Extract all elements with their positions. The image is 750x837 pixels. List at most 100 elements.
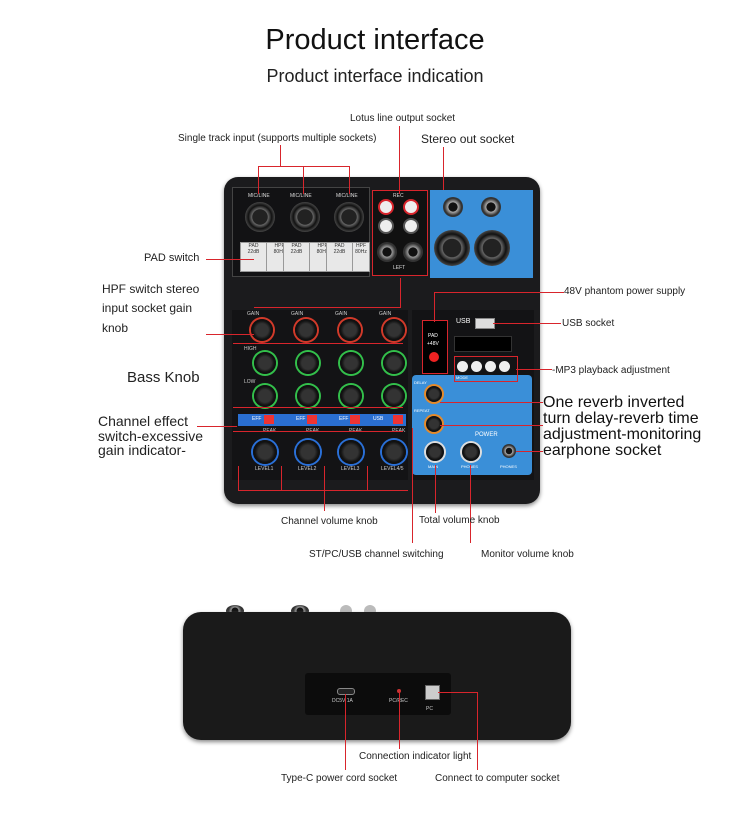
repeat-label: REPEAT — [414, 408, 430, 413]
gain-knob-4[interactable] — [383, 319, 405, 341]
high-knob-4[interactable] — [383, 352, 405, 374]
lotus-leader — [399, 126, 400, 194]
stereo-out-jack-right[interactable] — [481, 197, 501, 217]
pad-48-label: PAD — [428, 333, 438, 339]
effect-label-line3: gain indicator- — [98, 442, 186, 458]
stereo-out-label: Stereo out socket — [421, 132, 515, 146]
stereo-jack-left[interactable] — [377, 242, 397, 262]
hpf-leader-v — [400, 278, 401, 308]
high-knob-3[interactable] — [340, 352, 362, 374]
page-title: Product interface — [265, 24, 485, 56]
v48-label: +48V — [427, 341, 439, 347]
delay-knob[interactable] — [426, 386, 442, 402]
level-label-1: LEVEL1 — [255, 466, 274, 472]
cv-drop-3 — [324, 466, 325, 511]
eff-label-3: EFF — [339, 416, 349, 422]
hpf-hz-label: 80Hz — [316, 249, 329, 255]
mp3-play-button[interactable] — [499, 361, 510, 372]
high-knob-1[interactable] — [254, 352, 276, 374]
effect-bracket — [233, 431, 403, 432]
pcrec-label: PC/REC — [389, 698, 408, 704]
effect-label-line2: switch-excessive — [98, 428, 204, 444]
level-knob-1[interactable] — [253, 440, 277, 464]
single-track-label: Single track input (supports multiple so… — [178, 133, 377, 144]
low-knob-4[interactable] — [383, 385, 405, 407]
level-label-45: LEVEL4/5 — [381, 466, 404, 472]
xlr-out-right[interactable] — [474, 230, 510, 266]
hpf-leader-h — [254, 307, 400, 308]
st-switch-leader — [412, 428, 413, 543]
mp3-next-button[interactable] — [485, 361, 496, 372]
delay-label: DELAY — [414, 380, 427, 385]
page-subtitle: Product interface indication — [266, 66, 484, 86]
level-knob-2[interactable] — [296, 440, 320, 464]
pad-switch-label: PAD — [334, 243, 345, 249]
channel-volume-bracket — [238, 490, 408, 491]
phones-volume-knob[interactable] — [462, 443, 480, 461]
hpf-switch-label: HPF — [356, 243, 366, 249]
eff-strip — [238, 414, 406, 426]
eff-switch-1[interactable] — [264, 415, 274, 424]
bass-bracket-top — [233, 343, 403, 344]
bass-label: Bass Knob — [127, 369, 200, 386]
pad-leader — [206, 259, 254, 260]
mic-line-label-3: MIC/LINE — [336, 193, 358, 199]
cv-drop-1 — [238, 466, 239, 490]
mp3-prev-button[interactable] — [471, 361, 482, 372]
low-knob-3[interactable] — [340, 385, 362, 407]
cv-drop-2 — [281, 466, 282, 490]
effect-label-line1: Channel effect — [98, 413, 189, 429]
repeat-knob[interactable] — [426, 416, 442, 432]
low-knob-2[interactable] — [297, 385, 319, 407]
eff-switch-3[interactable] — [350, 415, 360, 424]
high-knob-2[interactable] — [297, 352, 319, 374]
rca-in-left[interactable] — [378, 218, 394, 234]
usb-label: USB socket — [562, 318, 615, 329]
rca-out-left[interactable] — [378, 199, 394, 215]
eff-switch-2[interactable] — [307, 415, 317, 424]
pad-db-label: 22dB — [290, 249, 303, 255]
gain-knob-1[interactable] — [251, 319, 273, 341]
phantom-48v-button[interactable] — [429, 352, 439, 362]
gain-knob-3[interactable] — [339, 319, 361, 341]
gain-label-1: GAIN — [247, 311, 260, 317]
computer-leader-h — [438, 692, 478, 693]
stereo-jack-right[interactable] — [403, 242, 423, 262]
typec-label: Type-C power cord socket — [281, 773, 398, 784]
hpf-hz-label: 80Hz — [273, 249, 286, 255]
xlr-input-1[interactable] — [245, 202, 275, 232]
usb-port-label: USB — [456, 318, 471, 325]
xlr-out-left[interactable] — [434, 230, 470, 266]
main-volume-knob[interactable] — [426, 443, 444, 461]
gain-knob-2[interactable] — [295, 319, 317, 341]
single-track-drop-1 — [258, 166, 259, 194]
single-track-drop-3 — [349, 166, 350, 194]
gain-label-2: GAIN — [291, 311, 304, 317]
mic-line-label-1: MIC/LINE — [248, 193, 270, 199]
left-label: LEFT — [393, 265, 406, 271]
rca-out-right[interactable] — [403, 199, 419, 215]
mp3-label: -MP3 playback adjustment — [552, 365, 670, 376]
typec-socket[interactable] — [337, 688, 355, 695]
stereo-out-jack-left[interactable] — [443, 197, 463, 217]
cv-drop-4 — [367, 466, 368, 490]
xlr-input-2[interactable] — [290, 202, 320, 232]
reverb-label-line4: earphone socket — [543, 442, 662, 459]
bass-bracket-bottom — [233, 407, 403, 408]
level-knob-3[interactable] — [339, 440, 363, 464]
headphone-socket[interactable] — [502, 444, 516, 458]
power-label: POWER — [475, 432, 498, 438]
low-knob-1[interactable] — [254, 385, 276, 407]
mp3-mode-button[interactable] — [457, 361, 468, 372]
st-pc-usb-switch[interactable] — [393, 415, 403, 424]
mode-label: MODE — [456, 375, 468, 380]
xlr-input-3[interactable] — [334, 202, 364, 232]
level-knob-4[interactable] — [382, 440, 406, 464]
hpf-label-line3: knob — [102, 321, 129, 335]
rca-in-right[interactable] — [403, 218, 419, 234]
usb-socket[interactable] — [475, 318, 495, 329]
